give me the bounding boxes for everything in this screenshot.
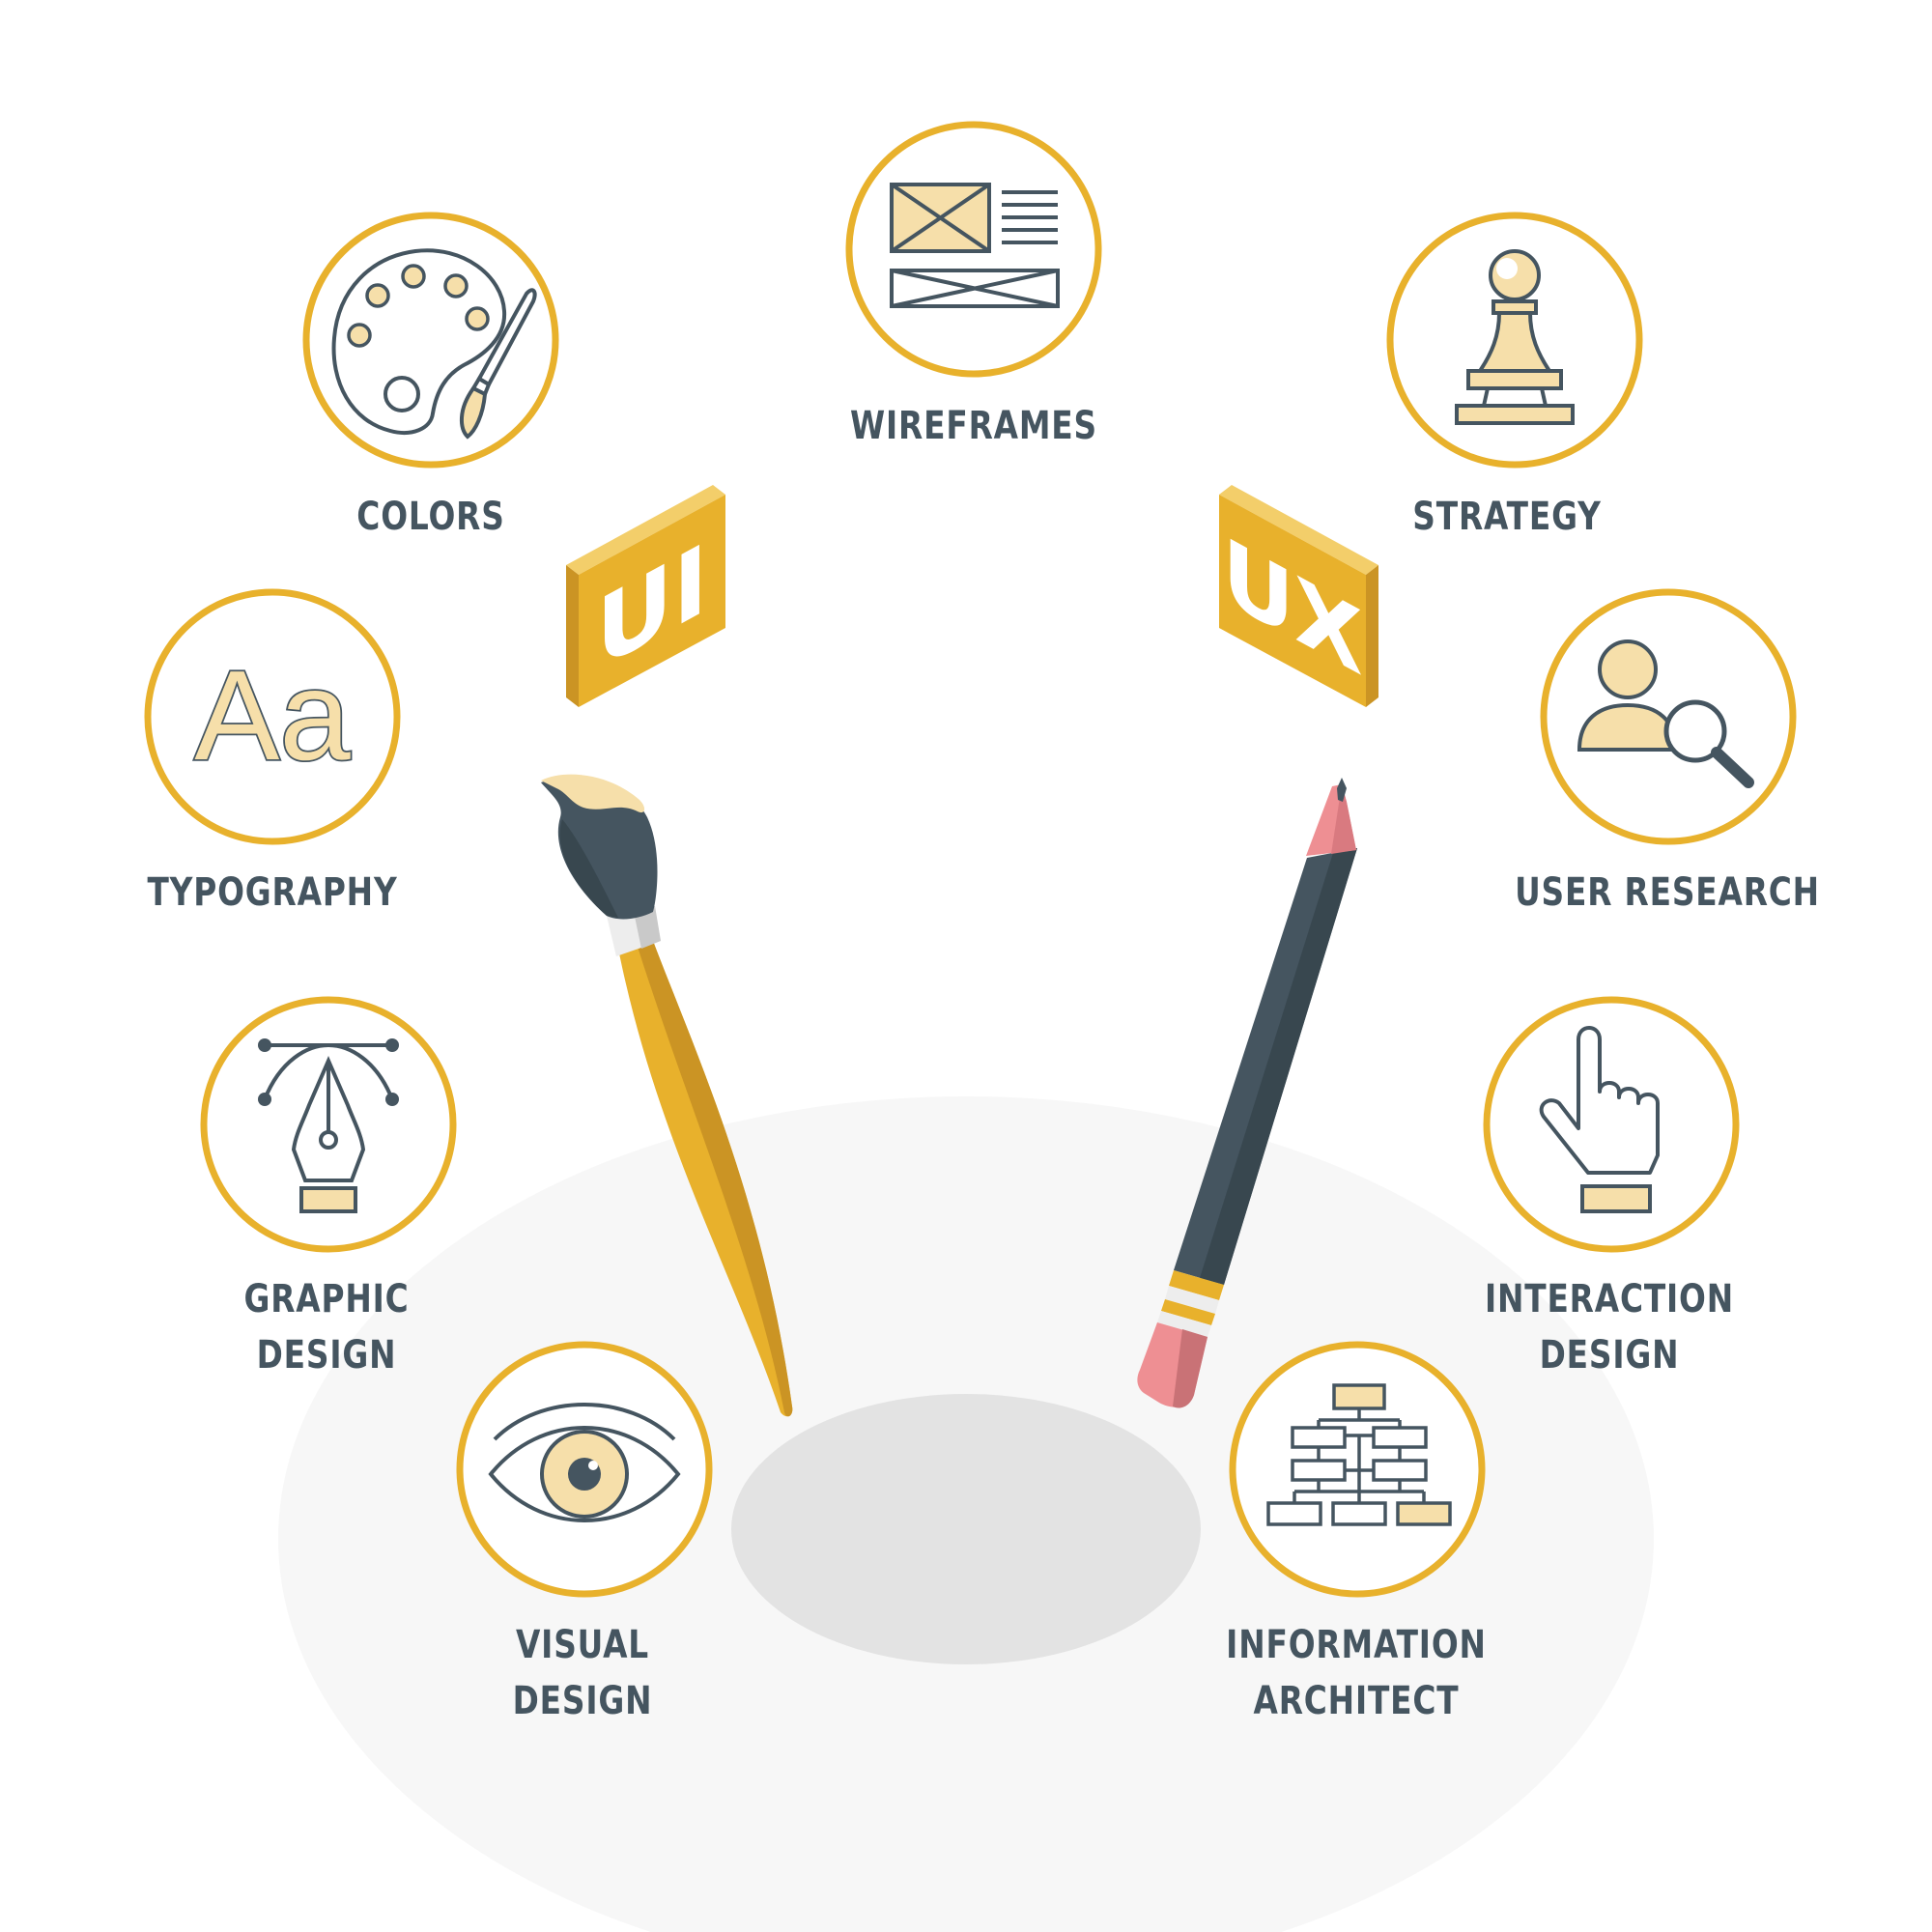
chess-pawn-icon xyxy=(1386,212,1643,469)
label-strategy: STRATEGY xyxy=(1341,489,1673,545)
label-line: STRATEGY xyxy=(1412,495,1602,539)
label-line: WIREFRAMES xyxy=(850,404,1097,448)
label-typography: TYPOGRAPHY xyxy=(106,865,439,921)
label-line: DESIGN xyxy=(512,1679,653,1723)
sitemap-icon xyxy=(1229,1341,1486,1598)
label-line: INFORMATION xyxy=(1226,1623,1487,1667)
eye-icon xyxy=(456,1341,713,1598)
label-line: COLORS xyxy=(356,495,505,539)
label-interaction-design: INTERACTION DESIGN xyxy=(1443,1271,1776,1383)
pen-tool-icon xyxy=(200,996,457,1253)
label-line: ARCHITECT xyxy=(1253,1679,1460,1723)
center-shadow xyxy=(731,1394,1201,1664)
label-user-research: USER RESEARCH xyxy=(1501,865,1833,921)
wireframe-icon xyxy=(845,121,1102,378)
label-colors: COLORS xyxy=(265,489,597,545)
palette-icon xyxy=(302,212,559,469)
paintbrush xyxy=(541,774,793,1417)
label-line: DESIGN xyxy=(256,1333,397,1378)
label-information-architect: INFORMATION ARCHITECT xyxy=(1190,1617,1522,1729)
label-wireframes: WIREFRAMES xyxy=(808,398,1140,454)
label-line: TYPOGRAPHY xyxy=(147,870,398,915)
label-visual-design: VISUAL DESIGN xyxy=(416,1617,749,1729)
typography-icon: Aa xyxy=(144,588,401,845)
ux-block: UX xyxy=(1219,485,1378,707)
label-line: INTERACTION xyxy=(1484,1277,1735,1321)
typography-glyph: Aa xyxy=(194,644,351,786)
label-line: DESIGN xyxy=(1539,1333,1680,1378)
user-search-icon xyxy=(1540,588,1797,845)
label-graphic-design: GRAPHIC DESIGN xyxy=(160,1271,493,1383)
pencil xyxy=(1137,778,1357,1408)
label-line: GRAPHIC xyxy=(243,1277,410,1321)
label-line: VISUAL xyxy=(515,1623,650,1667)
label-line: USER RESEARCH xyxy=(1515,870,1820,915)
pointer-hand-icon xyxy=(1483,996,1740,1253)
